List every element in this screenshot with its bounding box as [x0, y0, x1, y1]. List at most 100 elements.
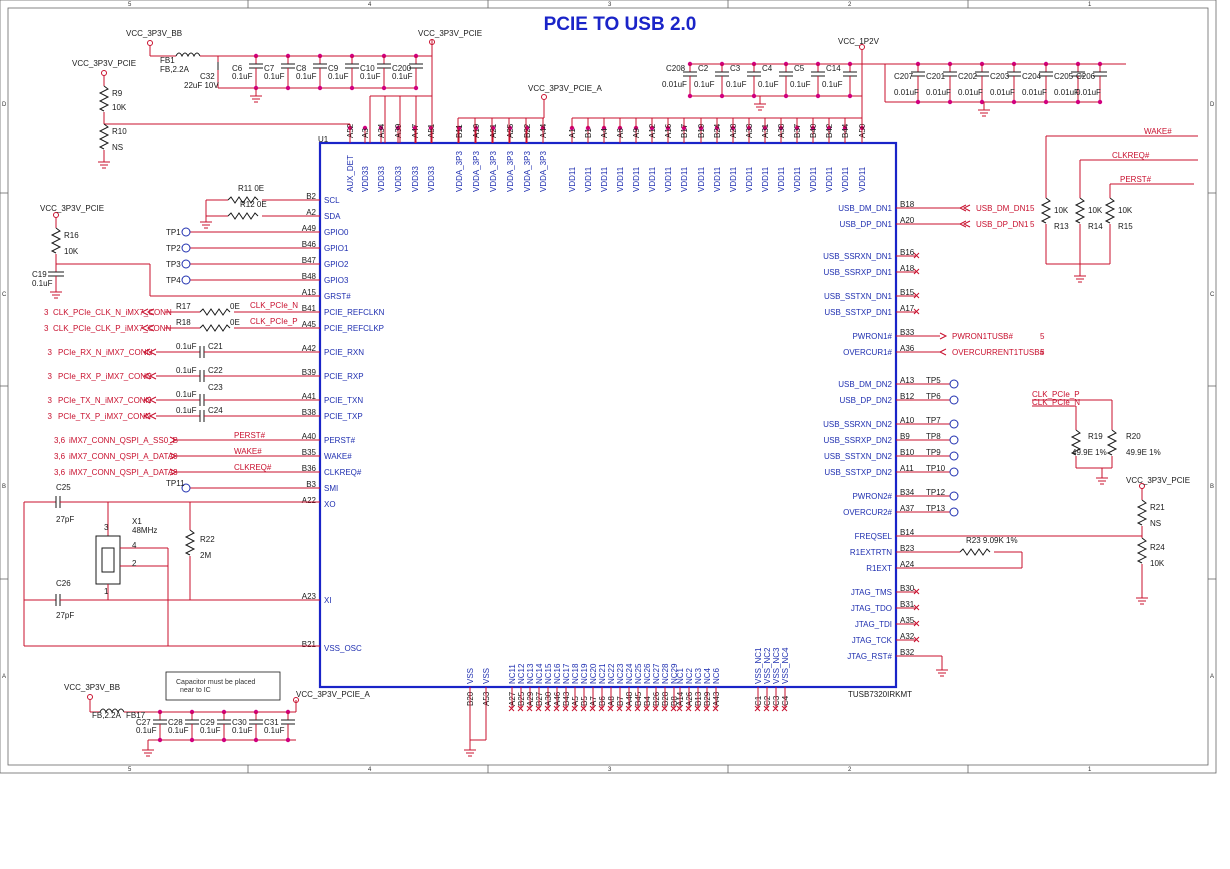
offpage-arrow-icon — [142, 396, 157, 404]
cap-ref: C4 — [762, 64, 773, 73]
top-pin-name: AUX_DET — [346, 155, 355, 192]
left-pin-number: A40 — [302, 432, 317, 441]
top-pin-number: A28 — [729, 123, 738, 138]
left-pin-number: B38 — [302, 408, 317, 417]
right-pin-name: USB_DP_DN1 — [840, 220, 893, 229]
r20-net: CLK_PCIe_N — [1032, 398, 1080, 407]
cap-value: 0.1uF — [328, 72, 349, 81]
net-label: CLK_PCIe_CLK_N_iMX7_CONN — [53, 308, 172, 317]
top-pin-number: A9 — [632, 128, 641, 138]
c25-value: 27pF — [56, 515, 74, 524]
no-connect-icon — [616, 705, 623, 712]
resistor-icon — [199, 308, 231, 316]
top-pin-number: B44 — [841, 123, 850, 138]
left-pin-name: XO — [324, 500, 336, 509]
bottom-pin-name: NC13 — [526, 663, 535, 684]
cap-ref: C2 — [698, 64, 709, 73]
bottom-pin-name: NC6 — [712, 667, 721, 684]
right-pin-name: PWRON2# — [852, 492, 892, 501]
left-pin-name: CLKREQ# — [324, 468, 362, 477]
r18-net: CLK_PCIe_P — [250, 317, 298, 326]
r11-ref: R11 — [238, 184, 253, 193]
top-pin-number: B40 — [809, 123, 818, 138]
test-point-label: TP10 — [926, 464, 946, 473]
offpage-arrow-icon — [939, 332, 948, 340]
r20-value: 49.9E 1% — [1126, 448, 1161, 457]
no-connect-icon — [685, 705, 692, 712]
top-pin-junction — [378, 125, 384, 131]
top-pin-number: B37 — [793, 123, 802, 138]
cap-value: 0.1uF — [360, 72, 381, 81]
ic-right-pins: B18USB_DM_DN1A20USB_DP_DN1B16USB_SSRXN_D… — [823, 200, 915, 661]
top-pin-number: A25 — [506, 123, 515, 138]
right-pin-name: R1EXT — [866, 564, 892, 573]
bottom-pin-name: VSS_NC4 — [781, 647, 790, 684]
test-point-icon — [949, 435, 959, 445]
net-label: PCIe_TX_N_iMX7_CONN — [58, 396, 152, 405]
cap-junction — [947, 99, 953, 105]
no-connect-icon — [553, 705, 560, 712]
cap-junction — [1043, 99, 1049, 105]
left-pin-number: B36 — [302, 464, 317, 473]
r21-value: NS — [1150, 519, 1161, 528]
test-point-label: TP5 — [926, 376, 941, 385]
top-pin-name: VDD11 — [841, 166, 850, 192]
left-pin-name: PCIE_REFCLKN — [324, 308, 385, 317]
right-pin-number: B23 — [900, 544, 915, 553]
right-pin-number: A18 — [900, 264, 915, 273]
left-pin-name: SMI — [324, 484, 338, 493]
r21-ref: R21 — [1150, 503, 1165, 512]
top-pin-junction — [362, 125, 368, 131]
top-pin-name: VDD33 — [377, 166, 386, 192]
cap-value: 0.01uF — [1022, 88, 1047, 97]
gnd-symbol-1p2 — [754, 96, 990, 117]
top-pin-number: B17 — [680, 123, 689, 138]
right-pin-name: USB_DP_DN2 — [840, 396, 893, 405]
bottom-pin-name: NC22 — [607, 663, 616, 684]
top-pin-number: A16 — [664, 123, 673, 138]
no-connect-icon — [913, 588, 920, 595]
cap-junction — [751, 93, 757, 99]
cap-junction — [1011, 99, 1017, 105]
ic-u1-part: TUSB7320IRKMT — [848, 690, 912, 699]
placement-note-box — [165, 671, 281, 701]
cap-value: 0.1uF — [822, 80, 843, 89]
offpage-arrow-icon — [142, 412, 157, 420]
x1-pin-3: 3 — [104, 523, 109, 532]
fb17-ref: FB17 — [126, 711, 146, 720]
right-pin-number: A17 — [900, 304, 915, 313]
right-pin-name: USB_SSTXP_DN1 — [824, 308, 892, 317]
r17-net: CLK_PCIe_N — [250, 301, 298, 310]
cap-value: 0.1uF — [726, 80, 747, 89]
frame-row-d-right: D — [1210, 102, 1215, 108]
cap-junction — [1075, 99, 1081, 105]
left-pin-name: VSS_OSC — [324, 644, 362, 653]
r18-ref: R18 — [176, 318, 191, 327]
no-connect-icon — [712, 705, 719, 712]
top-pin-name: VDD33 — [394, 166, 403, 192]
cap-ref: C10 — [360, 64, 375, 73]
frame-col-5: 5 — [128, 2, 132, 8]
no-connect-icon — [661, 705, 668, 712]
right-pin-number: B18 — [900, 200, 915, 209]
right-pin-number: A37 — [900, 504, 915, 513]
top-pin-name: VDD11 — [632, 166, 641, 192]
top-pin-number: B1 — [584, 128, 593, 138]
net-label: iMX7_CONN_QSPI_A_DATA0 — [69, 452, 178, 461]
net-label: iMX7_CONN_QSPI_A_SS0_B — [69, 436, 178, 445]
cap-junction — [979, 99, 985, 105]
top-pin-number: B24 — [713, 123, 722, 138]
top-pin-name: VDD11 — [777, 166, 786, 192]
cap-ref: C3 — [730, 64, 741, 73]
r16-value: 10K — [64, 247, 79, 256]
right-pin-name: USB_SSRXN_DN2 — [823, 420, 892, 429]
test-point-label: TP2 — [166, 244, 181, 253]
cap-ref: C205 — [1054, 72, 1074, 81]
cap-value: 0.1uF — [296, 72, 317, 81]
no-connect-icon — [763, 705, 770, 712]
no-connect-icon — [652, 705, 659, 712]
test-point-icon — [181, 275, 191, 285]
